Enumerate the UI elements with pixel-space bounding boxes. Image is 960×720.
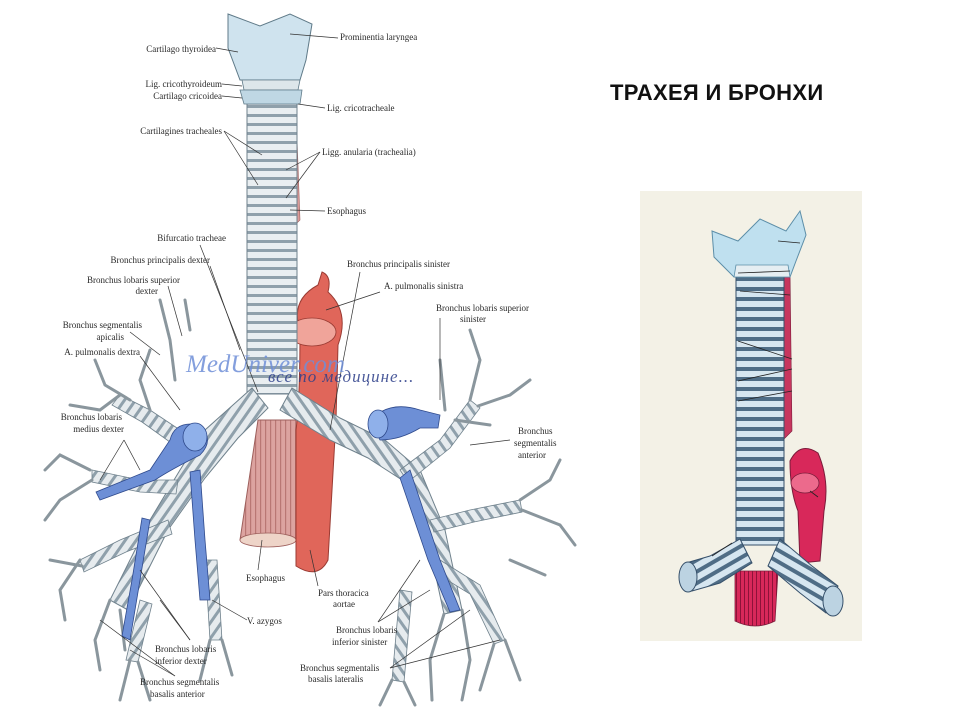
label-pars-thoracica-aortae-2: aortae: [333, 599, 355, 609]
bronchial-twigs: [43, 298, 577, 707]
label-a-pulmonalis-sinistra: A. pulmonalis sinistra: [384, 281, 463, 291]
label-cartilago-cricoidea: Cartilago cricoidea: [153, 91, 222, 101]
label-cartilagines-tracheales: Cartilagines tracheales: [140, 126, 222, 136]
inset-larynx: [711, 209, 807, 278]
label-bronchus-segmentalis-apicalis-2: apicalis: [97, 332, 125, 342]
label-a-pulmonalis-dextra: A. pulmonalis dextra: [64, 347, 140, 357]
label-bronchus-segmentalis-anterior: Bronchus: [518, 426, 553, 436]
label-lig-cricothyroideum: Lig. cricothyroideum: [146, 79, 222, 89]
label-bronchus-segmentalis-basalis-anterior: Bronchus segmentalis: [140, 677, 220, 687]
label-pars-thoracica-aortae: Pars thoracica: [318, 588, 369, 598]
larynx: [227, 13, 313, 105]
label-bronchus-principalis-dexter: Bronchus principalis dexter: [111, 255, 210, 265]
watermark-tagline: все по медицине...: [268, 367, 414, 386]
label-bronchus-lobaris-medius-dexter-2: medius dexter: [73, 424, 124, 434]
inset-esophagus-lower: [734, 570, 779, 627]
label-bronchus-segmentalis-anterior-3: anterior: [518, 450, 546, 460]
label-esophagus-top: Esophagus: [327, 206, 366, 216]
watermark-site: MedUniver.com: [185, 351, 345, 378]
label-ligg-anularia: Ligg. anularia (trachealia): [322, 147, 416, 157]
leader-lines: [99, 33, 511, 677]
label-bronchus-principalis-sinister: Bronchus principalis sinister: [347, 259, 450, 269]
pulmonary-vessels: [95, 406, 461, 641]
label-prominentia-laryngea: Prominentia laryngea: [340, 32, 417, 42]
inset-trachea-drawing: [678, 209, 844, 627]
label-bronchus-segmentalis-anterior-2: segmentalis: [514, 438, 557, 448]
inset-leader-lines: [711, 240, 819, 557]
label-bronchus-lobaris-medius-dexter: Bronchus lobaris: [61, 412, 123, 422]
label-lig-cricotracheale: Lig. cricotracheale: [327, 103, 394, 113]
label-cartilago-thyroidea: Cartilago thyroidea: [146, 44, 216, 54]
label-bifurcatio-tracheae: Bifurcatio tracheae: [157, 233, 226, 243]
label-bronchus-segmentalis-basalis-lateralis-2: basalis lateralis: [308, 674, 364, 684]
label-bronchus-segmentalis-apicalis: Bronchus segmentalis: [63, 320, 143, 330]
label-bronchus-lobaris-inferior-dexter: Bronchus lobaris: [155, 644, 217, 654]
label-bronchus-lobaris-inferior-dexter-2: inferior dexter: [155, 656, 207, 666]
inset-trachea: [735, 274, 785, 546]
inset-aorta: [789, 448, 827, 564]
label-bronchus-lobaris-superior-sinister: Bronchus lobaris superior: [436, 303, 529, 313]
label-bronchus-lobaris-superior-dexter: Bronchus lobaris superior: [87, 275, 180, 285]
label-bronchus-lobaris-inferior-sinister-2: inferior sinister: [332, 637, 387, 647]
label-bronchus-segmentalis-basalis-lateralis: Bronchus segmentalis: [300, 663, 380, 673]
label-esophagus-bottom: Esophagus: [246, 573, 285, 583]
label-bronchus-lobaris-superior-dexter-2: dexter: [136, 286, 159, 296]
inset-illustration: [640, 191, 862, 641]
label-bronchus-lobaris-superior-sinister-2: sinister: [460, 314, 486, 324]
label-bronchus-segmentalis-basalis-anterior-2: basalis anterior: [150, 689, 205, 699]
slide-title: ТРАХЕЯ И БРОНХИ: [610, 80, 824, 105]
trachea-bronchi-diagram: Cartilago thyroidea Prominentia laryngea…: [43, 13, 577, 707]
inset-bronchus-left: [767, 538, 839, 614]
label-v-azygos: V. azygos: [247, 616, 282, 626]
label-bronchus-lobaris-inferior-sinister: Bronchus lobaris: [336, 625, 398, 635]
